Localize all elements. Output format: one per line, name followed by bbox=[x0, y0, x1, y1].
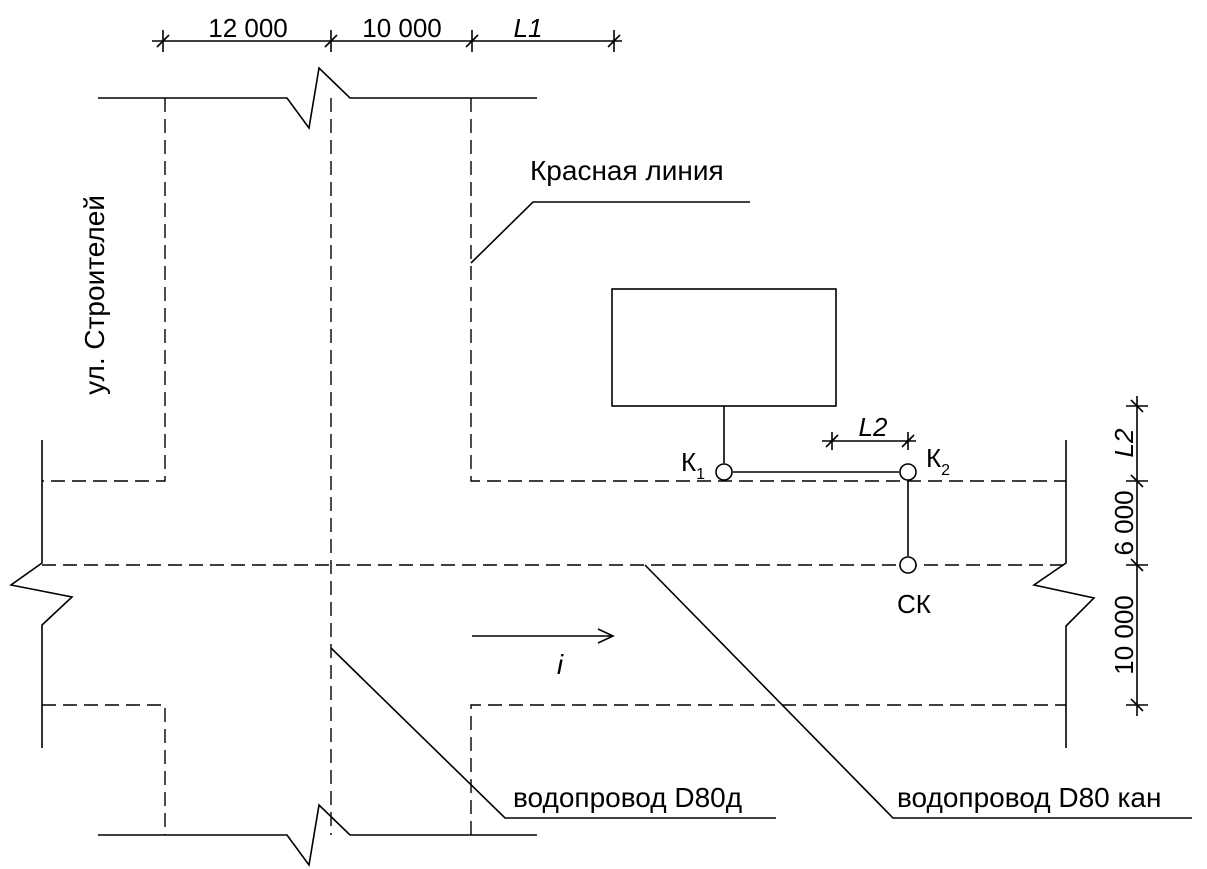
water-pipe-label: водопровод D80д bbox=[513, 782, 742, 813]
well-ck bbox=[899, 556, 917, 574]
red-line-label: Красная линия bbox=[530, 155, 724, 186]
slope-label: i bbox=[557, 649, 564, 680]
right-boundary-line bbox=[1032, 440, 1096, 748]
building bbox=[611, 288, 837, 407]
red-line-callout: Красная линия bbox=[470, 155, 750, 264]
red-lines bbox=[42, 98, 1066, 835]
well-k1 bbox=[715, 463, 733, 481]
water-pipe-callout: водопровод D80д bbox=[330, 647, 776, 819]
sewer-pipe-label: водопровод D80 кан bbox=[897, 782, 1161, 813]
bottom-boundary-line bbox=[98, 803, 537, 868]
dimension-12000-top: 12 000 bbox=[208, 13, 288, 43]
well-ck-label: СК bbox=[897, 589, 931, 619]
street-label: ул. Строителей bbox=[79, 195, 110, 395]
right-dimension-chain: L2 6 000 10 000 bbox=[1109, 396, 1148, 716]
well-k2 bbox=[899, 463, 917, 481]
pipe-lines bbox=[42, 98, 1066, 835]
dimension-l2-wells: L2 bbox=[859, 412, 888, 442]
dimension-l2-right: L2 bbox=[1109, 428, 1139, 457]
slope-arrow: i bbox=[472, 628, 615, 680]
dimension-10000-right: 10 000 bbox=[1109, 595, 1139, 675]
dimension-10000-top: 10 000 bbox=[362, 13, 442, 43]
well-k1-label: К1 bbox=[681, 447, 705, 483]
sewer-pipe-callout: водопровод D80 кан bbox=[644, 564, 1192, 819]
well-k2-label: К2 bbox=[926, 443, 950, 479]
top-boundary-line bbox=[98, 66, 537, 131]
top-dimension-chain: 12 000 10 000 L1 bbox=[152, 13, 622, 52]
dimension-l1: L1 bbox=[514, 13, 543, 43]
dimension-6000-right: 6 000 bbox=[1109, 490, 1139, 555]
sewer-connections bbox=[723, 406, 909, 556]
left-boundary-line bbox=[9, 440, 74, 748]
dimension-between-wells: L2 bbox=[822, 412, 916, 450]
